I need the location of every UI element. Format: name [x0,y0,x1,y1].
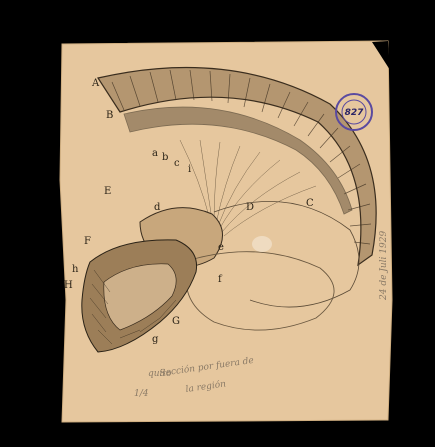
label-h-upper: H [64,280,73,291]
label-d-upper: D [246,202,254,213]
label-f-upper: F [84,236,91,247]
label-c-small: c [174,158,180,169]
label-i-small: i [188,164,191,175]
label-e-small: e [218,242,224,253]
label-g-upper: G [172,316,180,327]
label-a-top: A [91,78,100,89]
label-b-left: B [106,110,113,121]
label-g-small: g [152,334,159,345]
label-h-small: h [72,264,79,275]
label-d-small: d [154,202,161,213]
scale-fraction: 1/4 [134,389,149,399]
label-c-upper: C [306,198,314,209]
label-a-small: a [152,148,158,159]
stain [252,236,272,252]
margin-date: 24 de Juli 1929 [379,231,389,301]
side-note: quito [148,369,172,379]
label-e-upper: E [104,186,111,197]
stamp-number: 827 [345,108,365,118]
label-b-small: b [162,152,168,163]
